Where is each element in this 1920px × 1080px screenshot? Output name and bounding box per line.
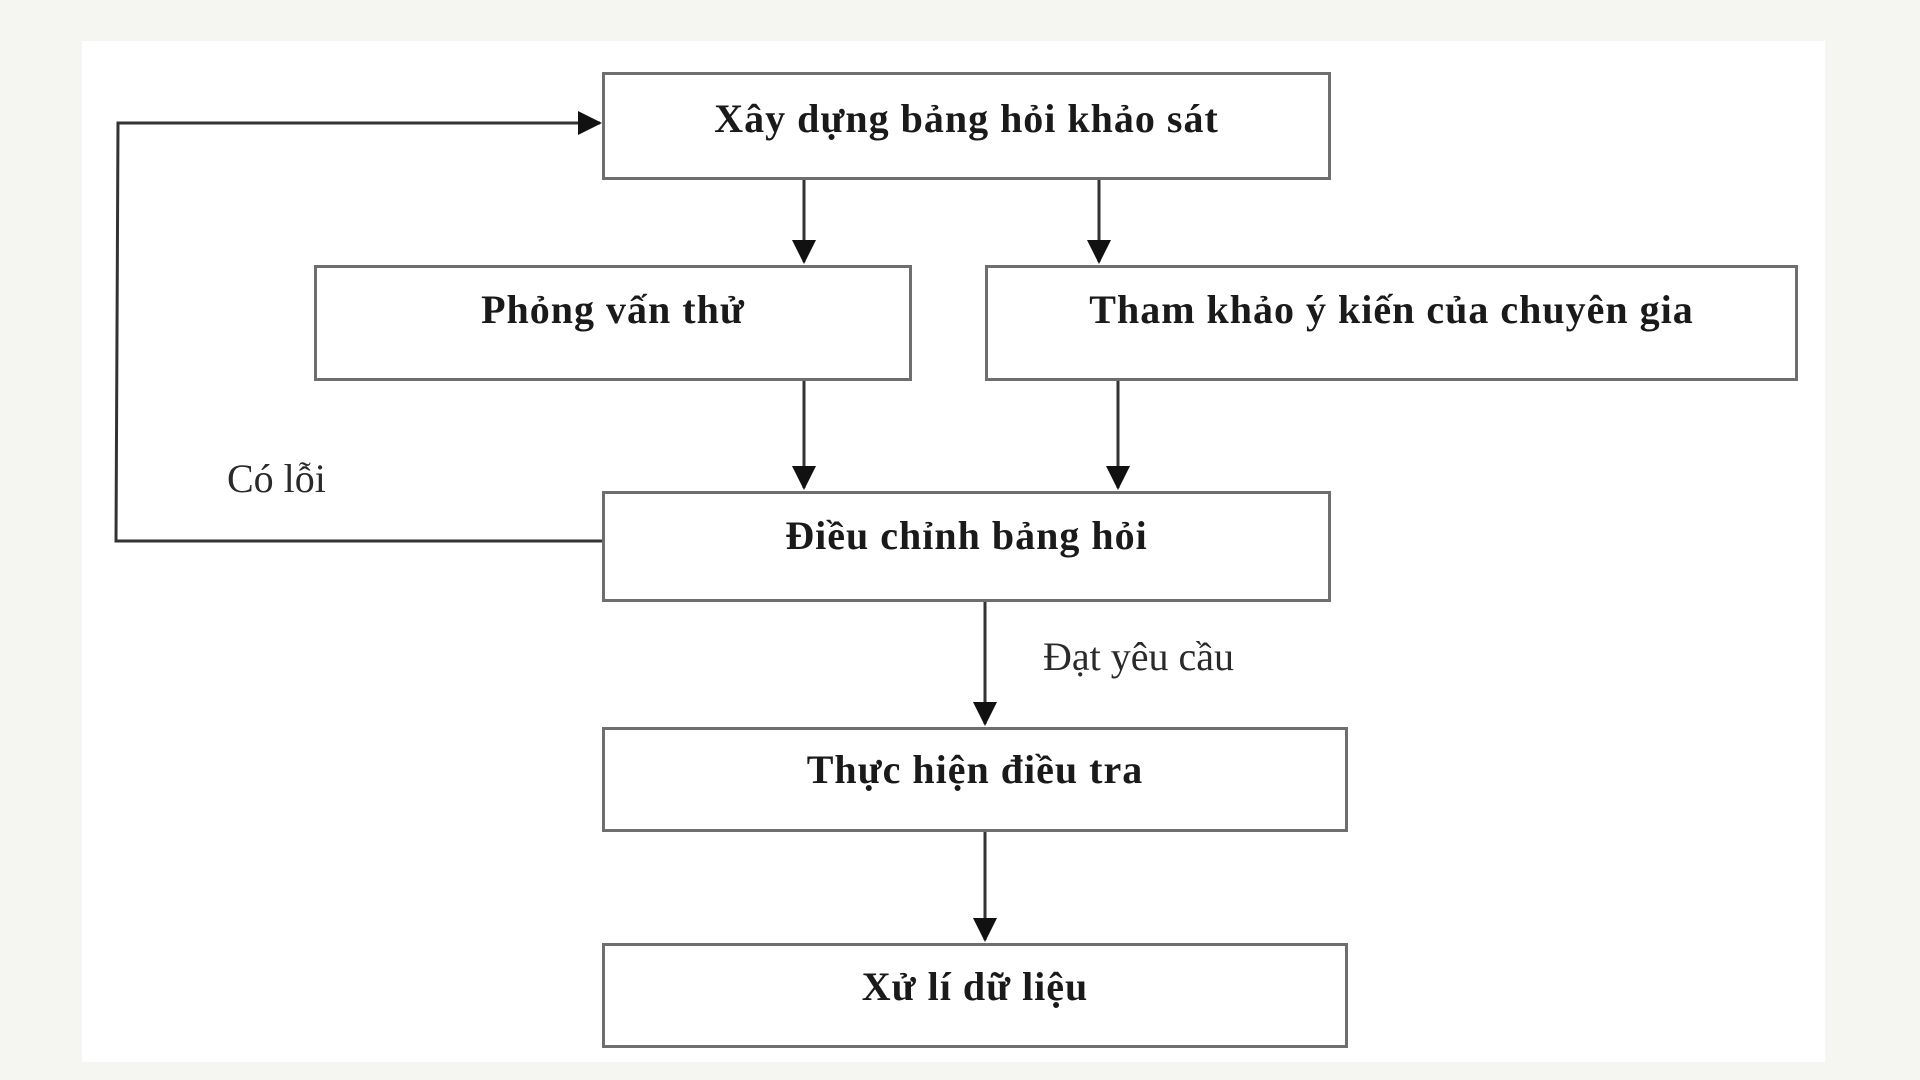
node-label: Điều chỉnh bảng hỏi [785,513,1148,558]
edge-label-pass: Đạt yêu cầu [1043,634,1235,679]
node-pilot-interview: Phỏng vấn thử [314,265,912,381]
node-label: Xử lí dữ liệu [861,964,1089,1009]
node-adjust-questionnaire: Điều chỉnh bảng hỏi [602,491,1331,602]
node-label: Tham khảo ý kiến của chuyên gia [1089,287,1694,332]
node-label: Xây dựng bảng hỏi khảo sát [714,96,1219,141]
node-process-data: Xử lí dữ liệu [602,943,1348,1048]
node-expert-consultation: Tham khảo ý kiến của chuyên gia [985,265,1798,381]
node-build-questionnaire: Xây dựng bảng hỏi khảo sát [602,72,1331,180]
node-label: Phỏng vấn thử [481,287,745,332]
edge-label-error: Có lỗi [227,456,326,501]
node-conduct-survey: Thực hiện điều tra [602,727,1348,832]
node-label: Thực hiện điều tra [806,747,1144,792]
